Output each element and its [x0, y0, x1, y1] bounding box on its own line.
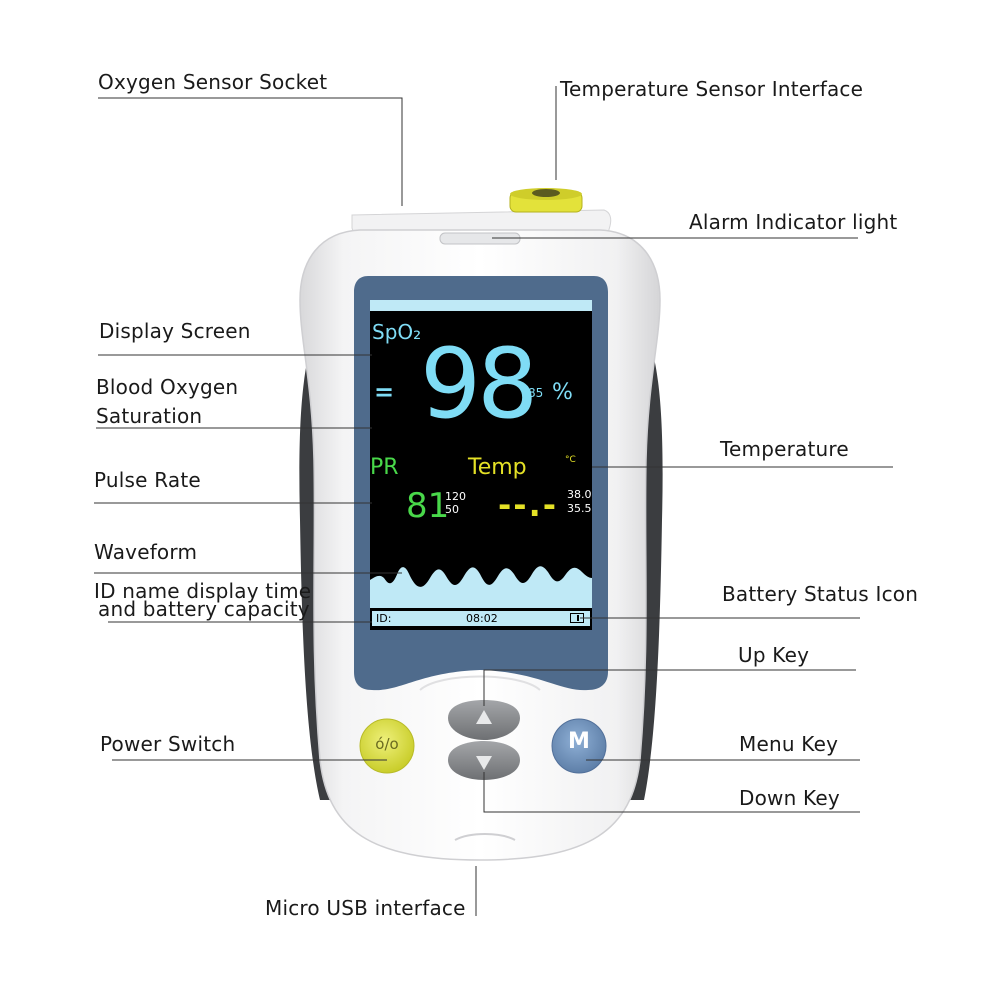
label-id-line2: and battery capacity [98, 597, 310, 621]
id-label: ID: [376, 612, 392, 625]
label-battery-status-icon: Battery Status Icon [722, 582, 919, 606]
power-key-glyph: ό/ο [375, 735, 399, 753]
pleth-waveform [370, 566, 592, 608]
label-micro-usb-interface: Micro USB interface [265, 896, 466, 920]
label-temperature: Temperature [720, 437, 849, 461]
label-waveform: Waveform [94, 540, 198, 564]
label-temperature-sensor-interface: Temperature Sensor Interface [560, 77, 864, 101]
label-blood-oxygen-line1: Blood Oxygen [96, 375, 239, 399]
micro-usb-port [454, 833, 516, 841]
leader-oxygen-socket [98, 97, 403, 206]
temp-value: --.- [498, 486, 558, 524]
label-menu-key: Menu Key [739, 732, 839, 756]
status-bar: ID: 08:02 [372, 611, 590, 626]
label-up-key: Up Key [738, 643, 810, 667]
menu-key-glyph: M [568, 729, 590, 754]
label-display-screen: Display Screen [99, 319, 251, 343]
pr-low-limit: 50 [445, 503, 459, 516]
temp-high-limit: 38.0 [567, 488, 592, 501]
temp-title: Temp [468, 455, 527, 480]
label-pulse-rate: Pulse Rate [94, 468, 201, 492]
temp-low-limit: 35.5 [567, 502, 592, 515]
label-blood-oxygen-line2: Saturation [96, 404, 203, 428]
label-power-switch: Power Switch [100, 732, 236, 756]
leader-down-key [483, 772, 860, 813]
spo2-title: SpO₂ [372, 320, 422, 344]
spo2-unit: % [552, 380, 573, 405]
pr-high-limit: 120 [445, 490, 466, 503]
temp-unit: °C [565, 455, 576, 465]
spo2-value: 98 [420, 328, 538, 440]
screen-top-bar [370, 300, 592, 311]
display-screen: SpO₂ = 98 85 % PR 81 120 50 Temp °C --.-… [370, 300, 592, 630]
spo2-marker: = [374, 378, 395, 406]
pr-title: PR [370, 455, 399, 480]
label-alarm-indicator-light: Alarm Indicator light [689, 210, 898, 234]
label-id-line1: ID name display time [94, 579, 312, 603]
pr-value: 81 [406, 486, 450, 526]
leader-up-key [483, 669, 856, 706]
spo2-alarm-limit: 85 [528, 386, 544, 400]
label-down-key: Down Key [739, 786, 840, 810]
clock-time: 08:02 [466, 612, 498, 625]
label-oxygen-sensor-socket: Oxygen Sensor Socket [98, 70, 328, 94]
